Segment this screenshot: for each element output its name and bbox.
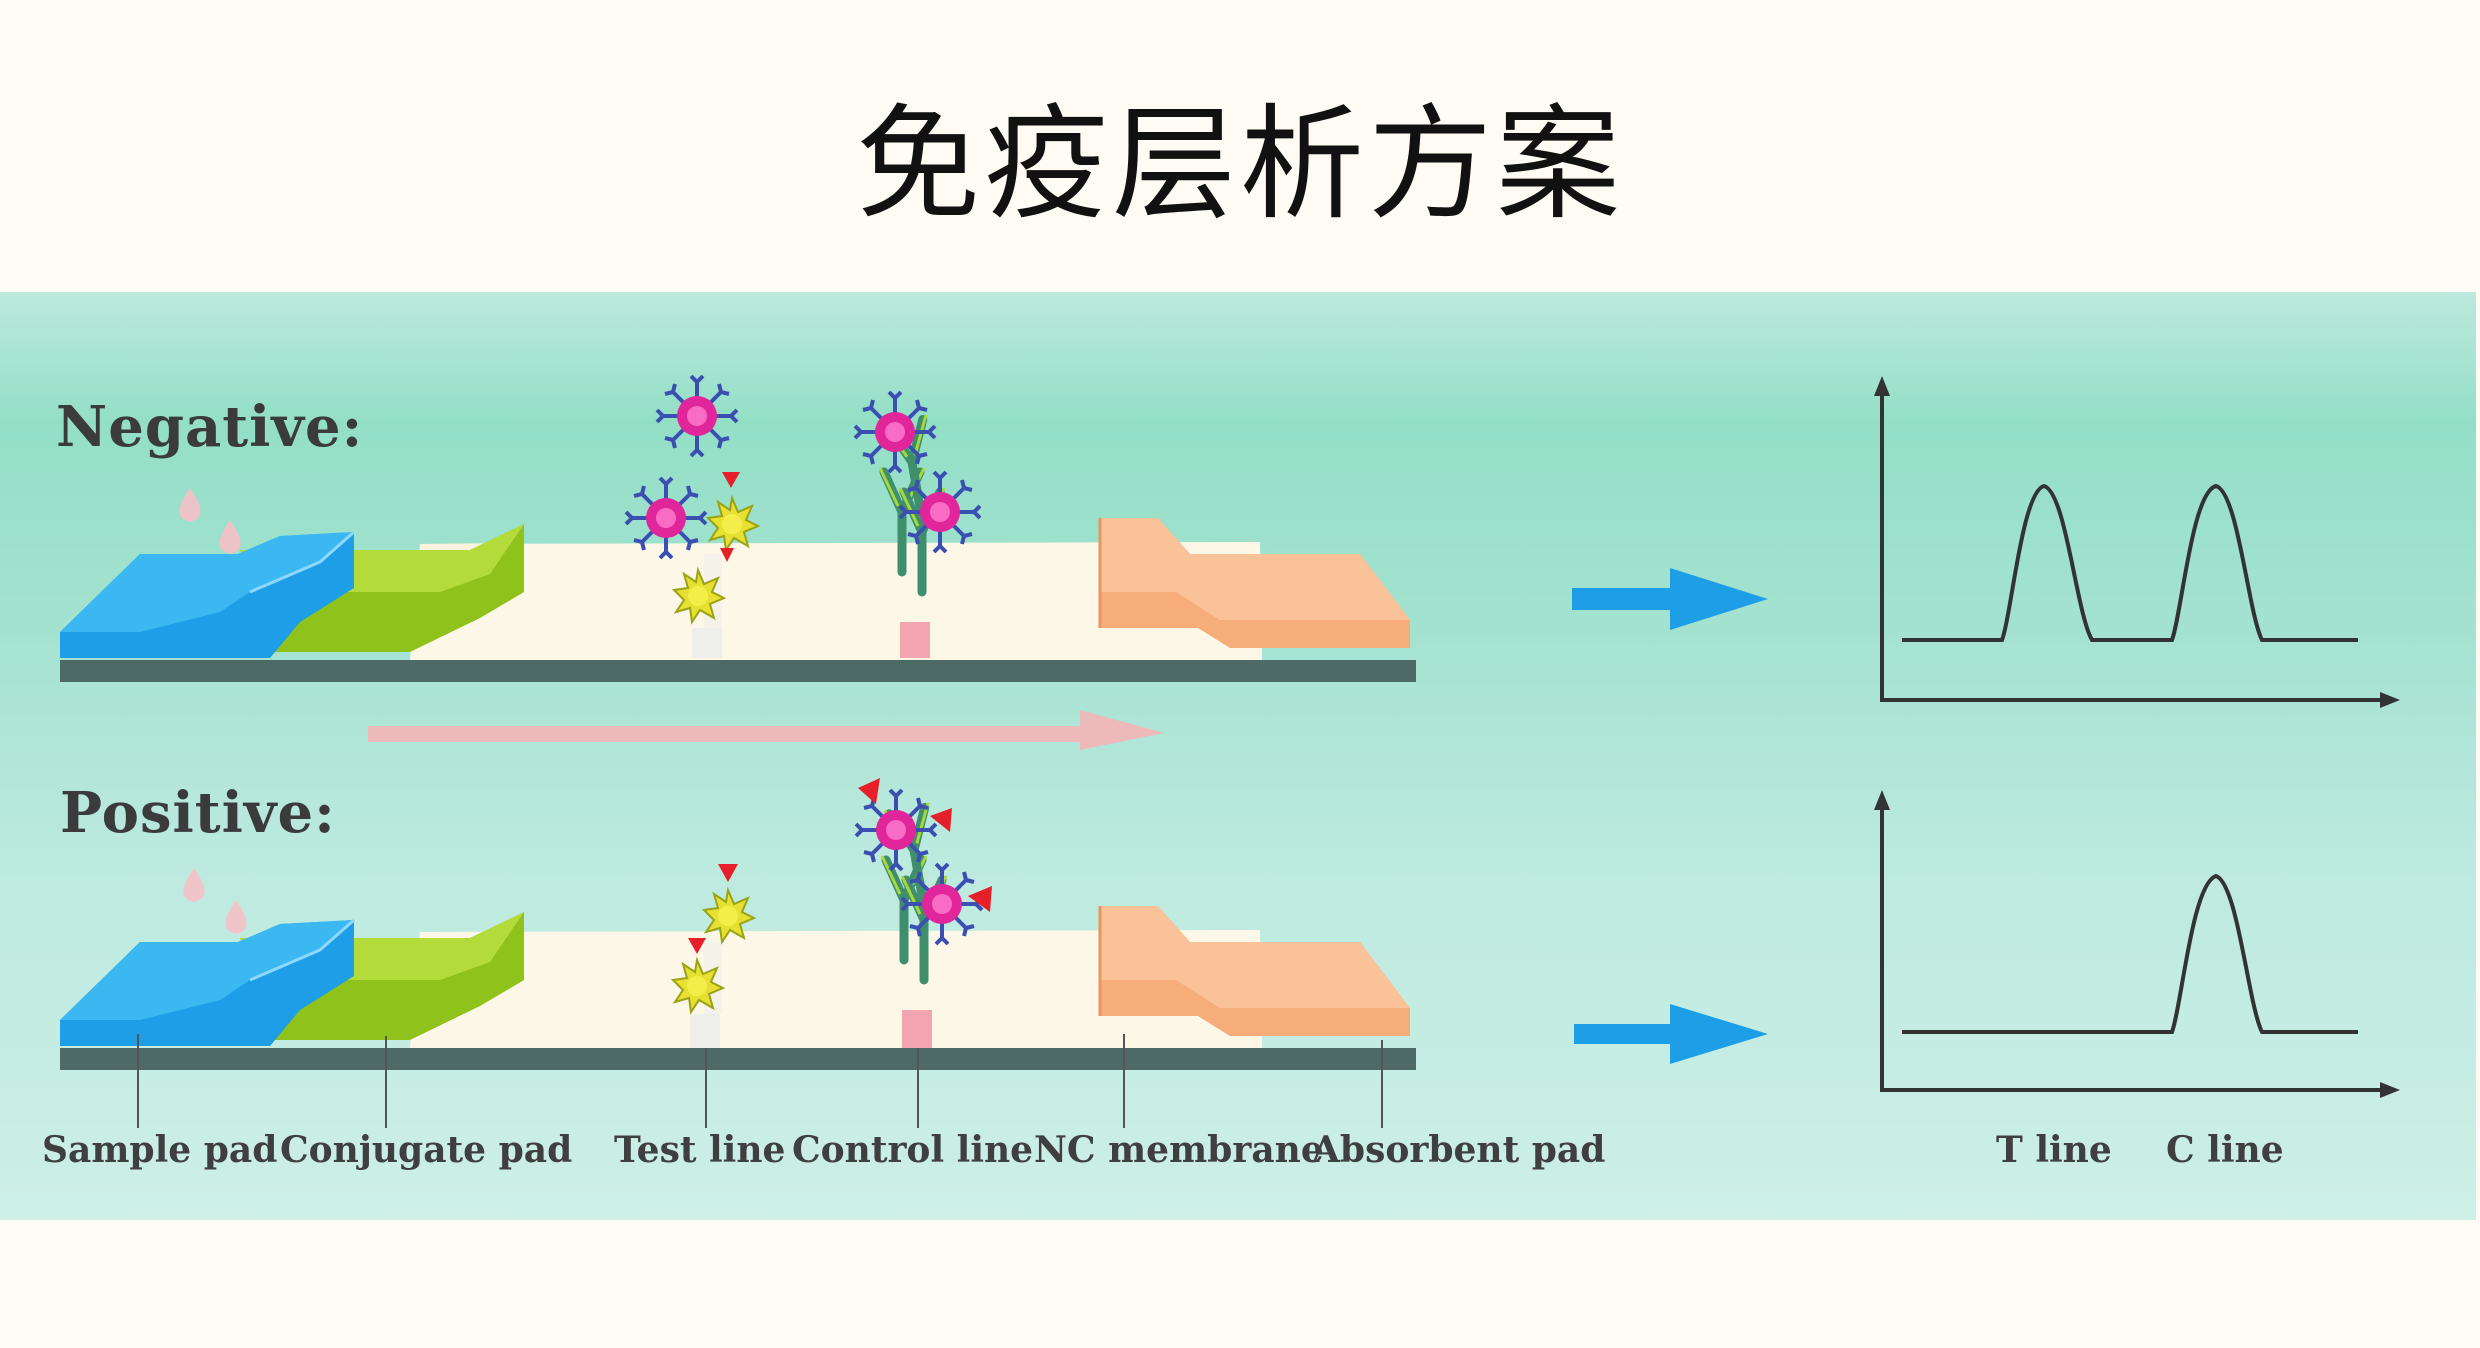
negative-label: Negative: [56,394,364,460]
control-line-zone [900,622,930,658]
backing-card [60,1048,1416,1070]
absorbent-pad [1098,906,1410,1036]
positive-signal-curve [1902,873,2358,1034]
c-line-label: C line [2166,1129,2284,1171]
flow-arrow [368,710,1164,750]
droplet-2 [225,900,247,934]
droplet-2 [219,520,241,554]
negative-signal-curve [1902,483,2358,642]
nc-membrane [410,930,1262,1048]
conjugate-pad-label: Conjugate pad [280,1129,573,1171]
sample-pad-label: Sample pad [42,1129,278,1171]
droplet-1 [183,868,205,902]
positive-label: Positive: [60,780,336,846]
droplet-1 [179,488,201,522]
diagram-panel: Negative: Positive: Sample pad Conjugate… [0,292,2476,1220]
t-line-label: T line [1996,1129,2112,1171]
nc-membrane [410,542,1262,660]
control-line-zone [902,1010,932,1048]
absorbent-pad [1098,518,1410,648]
sample-pad [60,530,355,658]
test-line-zone [692,628,722,658]
negative-signal-graph [1874,376,2400,708]
result-arrow-negative [1572,568,1768,630]
page-title: 免疫层析方案 [855,93,1624,237]
label-pointers [137,1034,1383,1128]
absorbent-pad-label: Absorbent pad [1312,1129,1606,1171]
backing-card [60,660,1416,682]
nc-membrane-label: NC membrane [1034,1129,1324,1171]
lateral-flow-diagram [60,374,2400,1128]
positive-signal-graph [1874,790,2400,1098]
control-line-label: Control line [792,1129,1034,1171]
test-line-zone [690,1014,720,1048]
negative-strip [60,374,1416,682]
positive-strip [60,778,1416,1070]
test-line-label: Test line [614,1129,786,1171]
sample-pad [60,918,355,1046]
result-arrow-positive [1574,1004,1768,1064]
